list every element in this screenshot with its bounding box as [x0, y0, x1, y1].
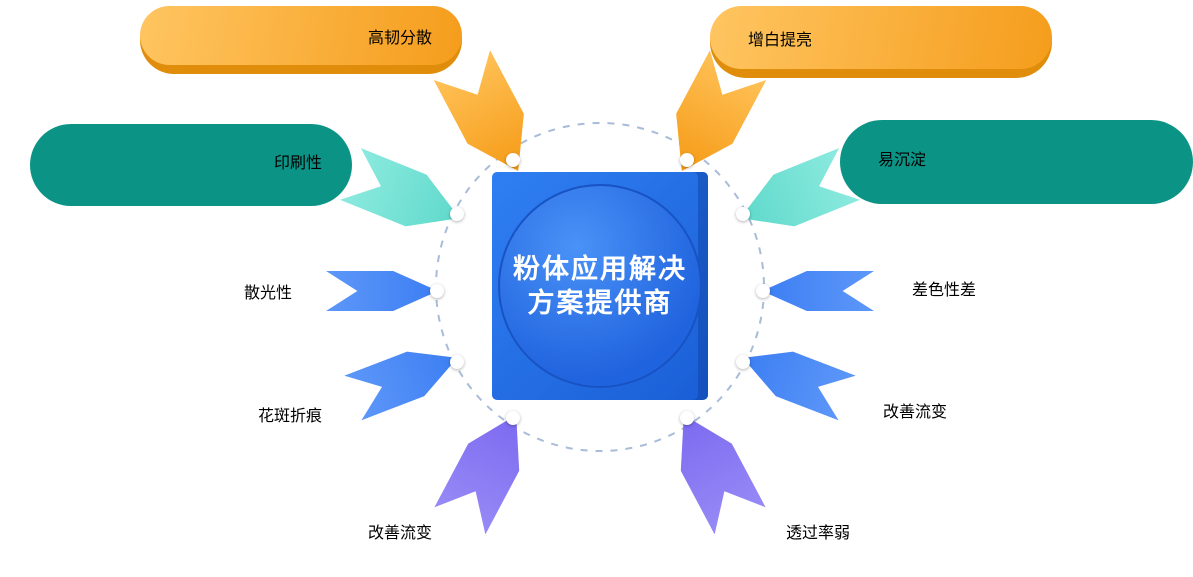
- pill-label: 散光性: [243, 284, 292, 302]
- center-title-line2: 方案提供商: [527, 287, 673, 318]
- left-pill-rheology: 改善流变: [128, 498, 471, 572]
- connector-dot: [450, 207, 464, 221]
- right-pill-transmittance: 透过率弱: [748, 496, 1193, 574]
- right-pill-sedimentation: 易沉淀: [840, 120, 1193, 204]
- pill-label: 印刷性: [273, 154, 322, 172]
- connector-dot: [736, 355, 750, 369]
- connector-dot: [680, 411, 694, 425]
- pill-label: 差色性差: [912, 281, 977, 299]
- right-pill-color-difference: 差色性差: [874, 254, 1193, 330]
- left-pill-dispersion: 高韧分散: [140, 6, 473, 74]
- pill-label: 花斑折痕: [257, 407, 322, 425]
- right-pill-rheology-improve: 改善流变: [845, 374, 1193, 454]
- center-panel: 粉体应用解决 方案提供商: [492, 172, 708, 400]
- center-title-line1: 粉体应用解决: [513, 253, 687, 284]
- pill-label: 增白提亮: [748, 31, 813, 49]
- connector-dot: [506, 411, 520, 425]
- connector-dot: [736, 207, 750, 221]
- left-pill-mottling-crease: 花斑折痕: [35, 384, 363, 452]
- connector-dot: [756, 284, 770, 298]
- pill-label: 易沉淀: [878, 151, 927, 169]
- pill-label: 改善流变: [367, 524, 432, 542]
- center-circle: 粉体应用解决 方案提供商: [498, 184, 702, 388]
- pill-label: 透过率弱: [786, 524, 851, 542]
- connector-dot: [450, 355, 464, 369]
- pill-label: 改善流变: [883, 403, 948, 421]
- connector-dot: [430, 284, 444, 298]
- connector-dot: [506, 153, 520, 167]
- left-pill-light-scattering: 散光性: [8, 262, 333, 328]
- connector-dot: [680, 153, 694, 167]
- pill-label: 高韧分散: [367, 29, 432, 47]
- right-pill-whitening: 增白提亮: [710, 6, 1052, 78]
- left-pill-printability: 印刷性: [30, 124, 362, 206]
